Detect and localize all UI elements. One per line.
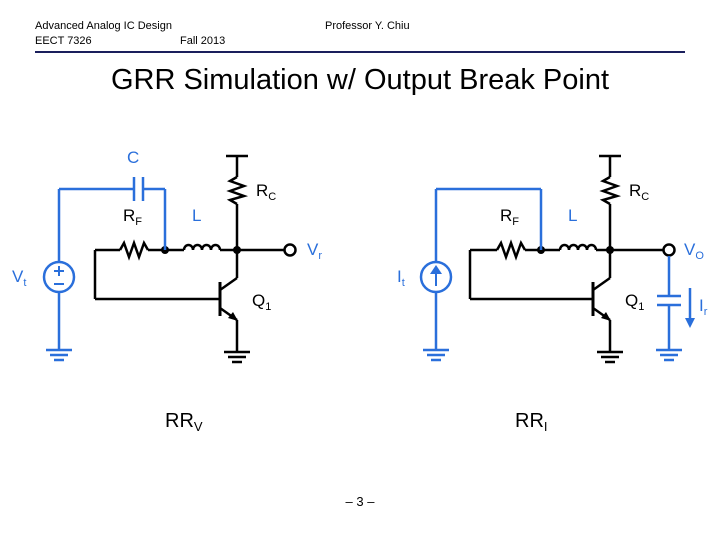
right-feedback-resistor-rf (495, 239, 527, 261)
right-label-rc: RC (629, 181, 649, 203)
left-label-q1: Q1 (252, 291, 271, 313)
left-emitter-arrow (228, 312, 238, 321)
left-node-dot-out (233, 246, 241, 254)
right-emitter-arrow (601, 312, 611, 321)
right-circuit (468, 154, 663, 364)
right-label-rf: RF (500, 206, 519, 228)
right-label-it: It (397, 267, 405, 289)
ir-arrow-head (685, 318, 695, 328)
right-inductor-l (558, 243, 598, 251)
caption-rrv: RRV (165, 410, 203, 434)
right-label-vo: VO (684, 240, 704, 262)
right-label-ir: Ir (699, 296, 708, 318)
instructor-name: Professor Y. Chiu (325, 20, 410, 32)
left-label-c: C (127, 148, 139, 167)
course-code: EECT 7326 (35, 35, 92, 47)
right-injection-path (419, 187, 692, 362)
course-term: Fall 2013 (180, 35, 226, 47)
caption-rri: RRI (515, 410, 548, 434)
left-injection-path (42, 177, 167, 362)
right-label-l: L (568, 206, 577, 225)
slide-title: GRR Simulation w/ Output Break Point (110, 64, 610, 96)
header-rule (35, 51, 685, 53)
left-label-vr: Vr (307, 240, 322, 262)
right-node-dot-out (606, 246, 614, 254)
left-label-rf: RF (123, 206, 142, 228)
page-number: – 3 – (345, 494, 375, 509)
right-output-terminal (662, 243, 676, 257)
left-label-rc: RC (256, 181, 276, 203)
left-label-l: L (192, 206, 201, 225)
right-load-resistor-rc (599, 175, 622, 206)
current-source-arrow (430, 265, 442, 274)
left-output-terminal (283, 243, 297, 257)
course-name: Advanced Analog IC Design (35, 20, 172, 32)
left-circuit (93, 154, 284, 364)
right-label-q1: Q1 (625, 291, 644, 313)
left-label-vt: Vt (12, 267, 26, 289)
feedback-resistor-rf (118, 239, 150, 261)
inductor-l (182, 243, 222, 251)
load-resistor-rc (226, 175, 249, 206)
